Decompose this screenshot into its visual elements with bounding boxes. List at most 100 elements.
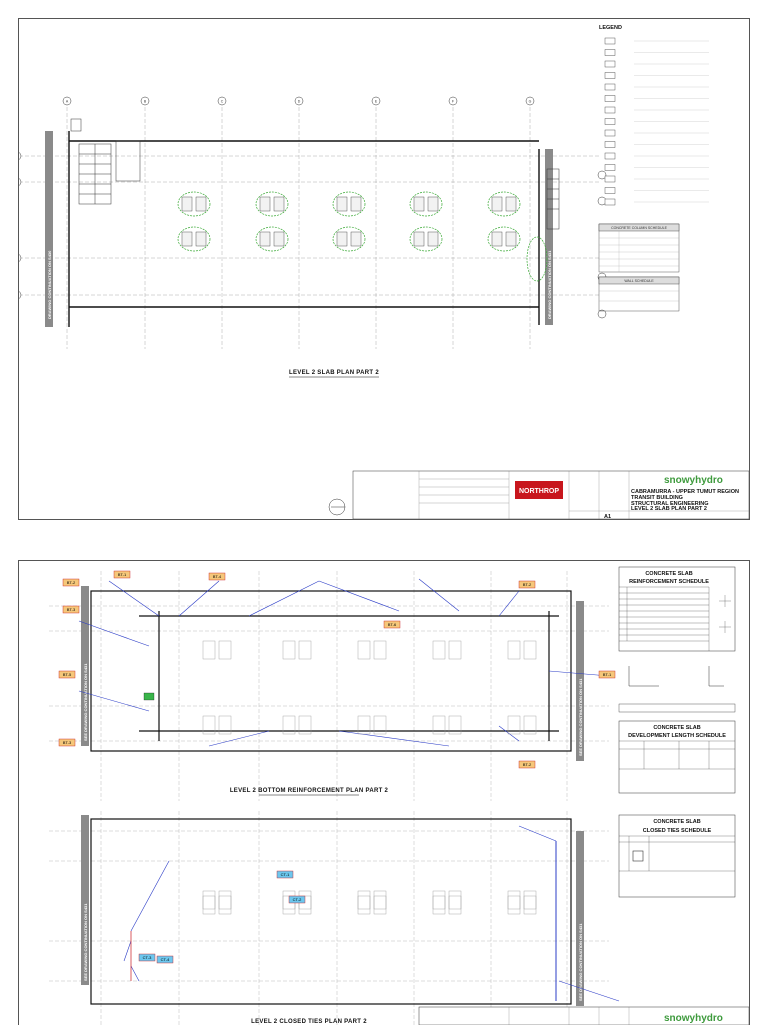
- room-outline: [298, 715, 312, 735]
- room-outline: [357, 640, 371, 660]
- revision-cloud: [332, 226, 366, 252]
- plan-title-closed-ties: LEVEL 2 CLOSED TIES PLAN PART 2: [251, 1019, 367, 1025]
- tag-label: BT-2: [523, 762, 532, 767]
- room-outline: [373, 895, 387, 915]
- revision-cloud: [177, 226, 211, 252]
- room-outline: [523, 890, 537, 910]
- ties-schedule-title-2: CLOSED TIES SCHEDULE: [643, 828, 712, 834]
- room-outline: [202, 895, 216, 915]
- room-outline: [448, 640, 462, 660]
- legend-symbol: [604, 72, 616, 79]
- drawing-sheet-reinforcement-plans: SEE DRAWING CONTINUATION ON S431 SEE DRA…: [18, 560, 750, 1025]
- revision-cloud: [177, 191, 211, 217]
- legend-symbol: [604, 198, 616, 206]
- tag-label: CT-3: [143, 955, 152, 960]
- tag-label: BT-2: [67, 580, 76, 585]
- drawing-sheet-level2-slab-plan: A B C D E F G DRAWING CONTINUATION ON S4…: [18, 18, 750, 520]
- room-outline: [202, 715, 216, 735]
- room-outline: [507, 895, 521, 915]
- legend-symbol: [604, 129, 616, 137]
- legend-symbol: [604, 60, 616, 68]
- room-outline: [218, 890, 232, 910]
- wall-schedule-title: WALL SCHEDULE: [624, 279, 654, 283]
- orange-callout-tag: BT-1: [598, 670, 616, 679]
- blue-callout-tag: CT-1: [276, 870, 294, 879]
- tag-label: BT-3: [67, 607, 76, 612]
- room-outline: [357, 715, 371, 735]
- grid-label-c: C: [221, 100, 224, 104]
- room-outline: [432, 895, 446, 915]
- revision-cloud: [255, 226, 289, 252]
- revision-cloud: [526, 236, 548, 282]
- slab-penetration: [427, 231, 439, 247]
- slab-penetration: [491, 196, 503, 212]
- slab-plan-drawing: A B C D E F G DRAWING CONTINUATION ON S4…: [19, 25, 749, 519]
- room-outline: [523, 715, 537, 735]
- room-outline: [373, 890, 387, 910]
- room-outline: [298, 640, 312, 660]
- column-schedule-title: CONCRETE COLUMN SCHEDULE: [611, 226, 667, 230]
- legend-symbol: [604, 175, 616, 183]
- revision-cloud: [409, 191, 443, 217]
- slab-penetration: [273, 231, 285, 247]
- room-outline: [523, 895, 537, 915]
- legend-symbol: [604, 95, 616, 102]
- tag-label: BT-2: [523, 582, 532, 587]
- room-outline: [432, 715, 446, 735]
- legend-symbol: [604, 141, 616, 148]
- grid-label-g: G: [529, 100, 532, 104]
- orange-callout-tag: BT-5: [58, 670, 76, 679]
- slab-penetration: [413, 196, 425, 212]
- legend-symbol: [604, 106, 616, 114]
- tag-label: BT-6: [388, 622, 397, 627]
- tag-box: [113, 570, 131, 579]
- continuation-band-right-b: SEE DRAWING CONTINUATION ON S431: [578, 923, 583, 1001]
- room-outline: [218, 715, 232, 735]
- revision-cloud: [255, 191, 289, 217]
- revision-cloud: [332, 191, 366, 217]
- continuation-band-left: DRAWING CONTINUATION ON S430: [47, 250, 52, 319]
- tag-box: [276, 870, 294, 879]
- room-outline: [282, 715, 296, 735]
- room-outline: [432, 640, 446, 660]
- slab-penetration: [181, 231, 193, 247]
- room-outline: [202, 890, 216, 910]
- room-outline: [282, 640, 296, 660]
- tag-box: [156, 955, 174, 964]
- tag-box: [58, 738, 76, 747]
- continuation-band-left-b: SEE DRAWING CONTINUATION ON S431: [83, 903, 88, 981]
- project-line-3: STRUCTURAL ENGINEERING: [631, 501, 709, 507]
- project-line-2: TRANSIT BUILDING: [631, 495, 683, 501]
- tag-label: BT-1: [118, 572, 127, 577]
- room-outline: [523, 640, 537, 660]
- grid-label-d: D: [298, 100, 301, 104]
- slab-penetration: [181, 196, 193, 212]
- room-outline: [507, 890, 521, 910]
- project-line-1: CABRAMURRA - UPPER TUMUT REGION: [631, 489, 739, 495]
- legend-title: LEGEND: [599, 25, 622, 31]
- reinf-schedule-title-1: CONCRETE SLAB: [645, 571, 692, 577]
- continuation-band-right-a: SEE DRAWING CONTINUATION ON S431: [578, 678, 583, 756]
- orange-callout-tag: BT-2: [518, 580, 536, 589]
- tag-box: [383, 620, 401, 629]
- tag-label: BT-5: [63, 672, 72, 677]
- revision-cloud: [487, 191, 521, 217]
- grid-label-b: B: [144, 100, 147, 104]
- tag-label: BT-4: [213, 574, 222, 579]
- slab-penetration: [336, 231, 348, 247]
- slab-penetration: [505, 196, 517, 212]
- slab-penetration: [195, 196, 207, 212]
- tag-label: BT-1: [603, 672, 612, 677]
- continuation-band-right: DRAWING CONTINUATION ON S431: [547, 250, 552, 319]
- plan-title-bottom-reinforcement: LEVEL 2 BOTTOM REINFORCEMENT PLAN PART 2: [230, 788, 389, 794]
- tag-box: [138, 953, 156, 962]
- room-outline: [218, 640, 232, 660]
- dev-schedule-title-1: CONCRETE SLAB: [653, 725, 700, 731]
- legend-symbol: [604, 49, 616, 56]
- continuation-band-left-a: SEE DRAWING CONTINUATION ON S431: [83, 663, 88, 741]
- room-outline: [357, 895, 371, 915]
- room-outline: [448, 895, 462, 915]
- slab-penetration: [350, 231, 362, 247]
- legend-symbol: [604, 164, 616, 171]
- grid-label-a: A: [66, 100, 69, 104]
